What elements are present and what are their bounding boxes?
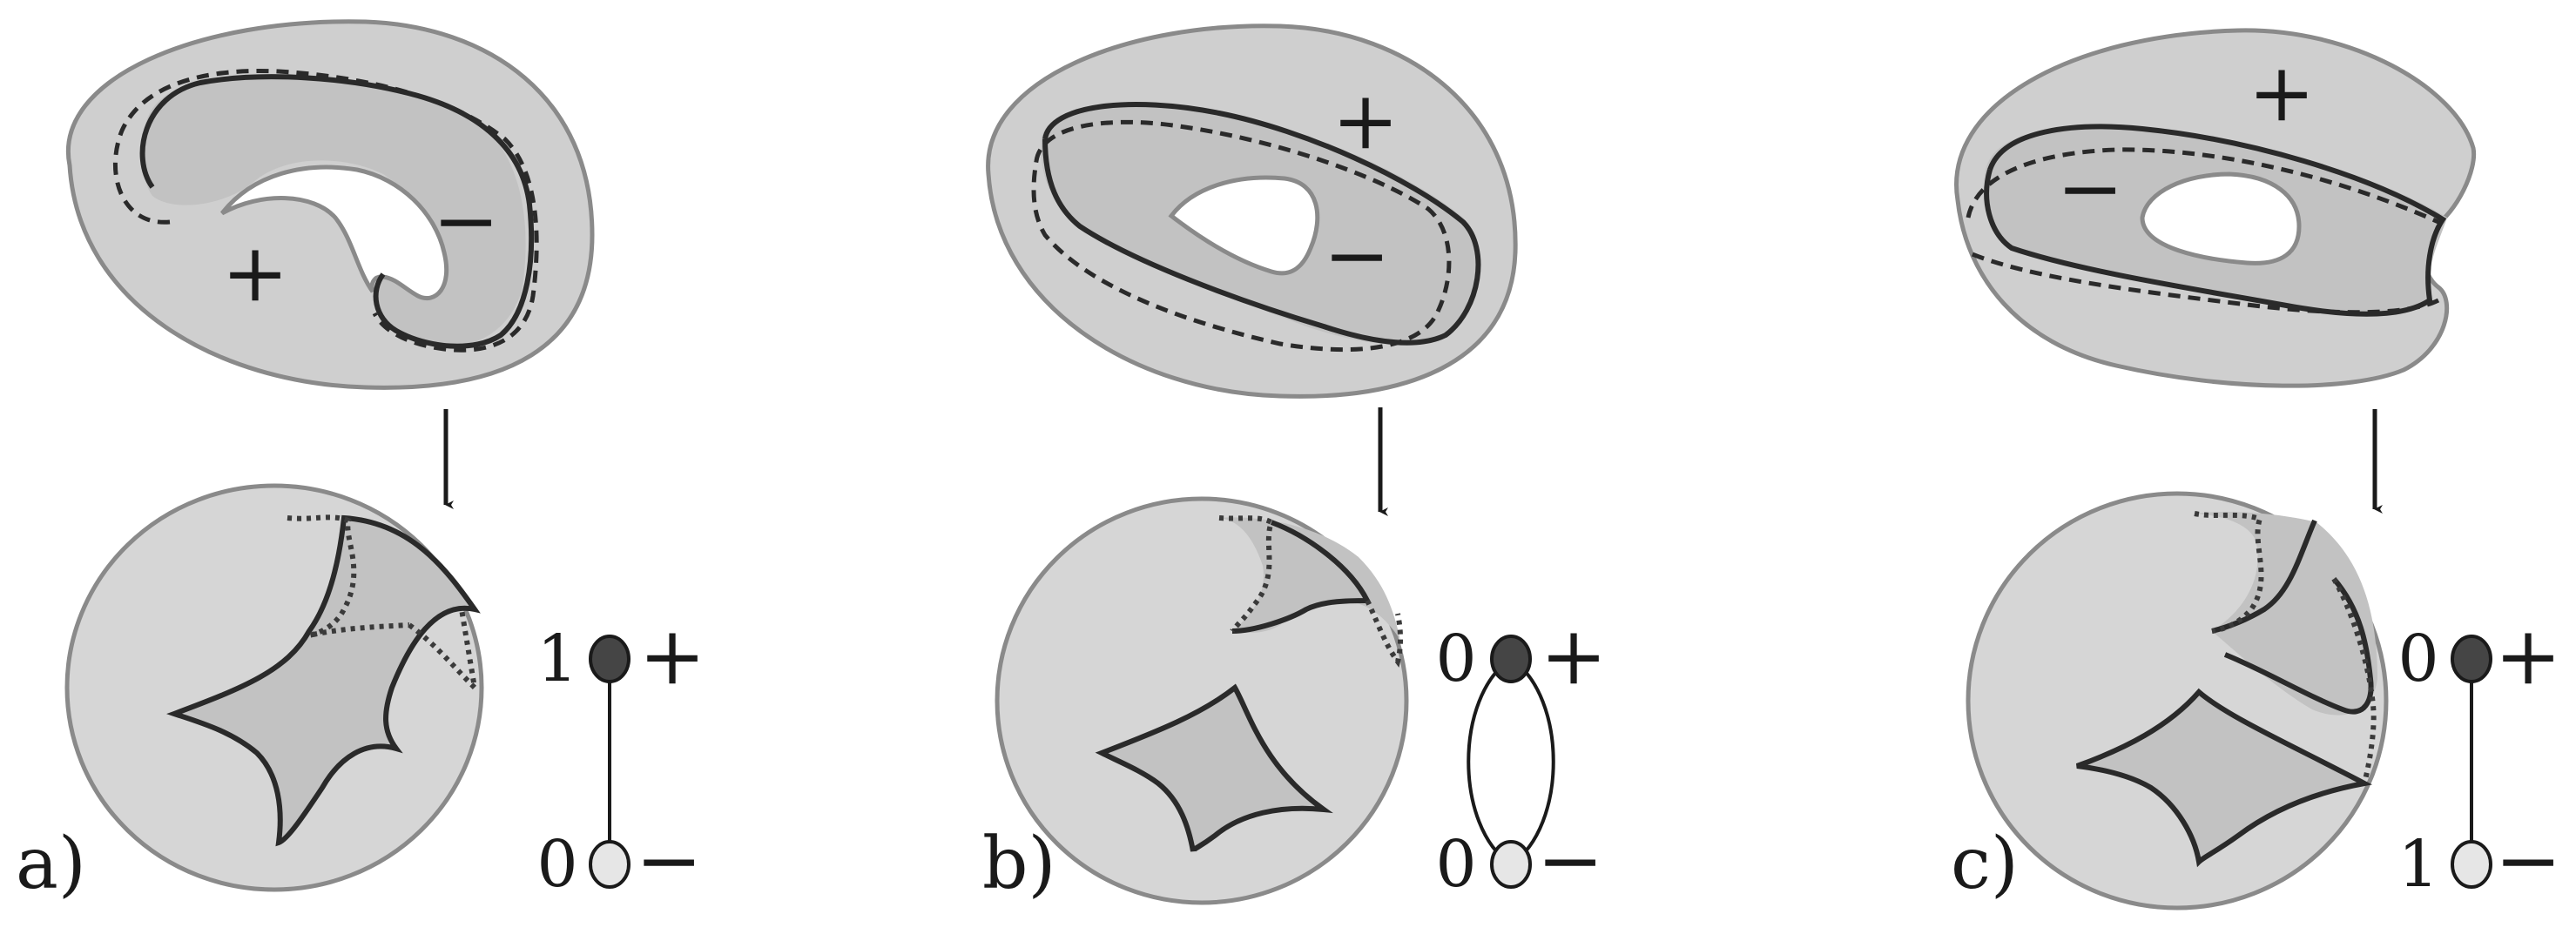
panel-c-surface: + − [1954, 28, 2477, 388]
panel-a-label: a) [16, 823, 86, 905]
panel-c-top-sign: + [2494, 609, 2561, 702]
panel-b-upper-solid [1231, 520, 1372, 634]
panel-a-bottom-sign: − [635, 814, 702, 907]
panel-a-top-sign: + [638, 609, 705, 702]
panel-c: + − 0 + 1 − c) [1951, 28, 2562, 910]
panel-c-graph: 0 + 1 − [2397, 609, 2561, 907]
panel-c-cusp-region [2075, 688, 2373, 868]
panel-c-dashed-curve [1966, 147, 2440, 315]
panel-a-top-number: 1 [536, 622, 577, 696]
panel-b: + − 0 + 0 − b) [982, 24, 1608, 907]
panel-a-dotted-curve-1 [287, 514, 410, 638]
panel-a-surface: + − [65, 19, 595, 390]
panel-b-top-number: 0 [1435, 622, 1476, 696]
panel-c-disk [1966, 491, 2389, 910]
panel-a-vertex-bottom [589, 840, 631, 889]
panel-b-vertex-top [1490, 635, 1532, 683]
panel-c-top-number: 0 [2397, 622, 2438, 696]
panel-c-bottom-sign: − [2494, 814, 2561, 907]
panel-c-plus-sign: + [2248, 46, 2315, 139]
panel-b-graph-edge-right [1509, 657, 1555, 866]
panel-c-solid-curve [1984, 124, 2447, 317]
panel-c-bottom-number: 1 [2397, 827, 2438, 902]
panel-a-vertex-top [589, 635, 631, 683]
panel-b-cusp-region [1095, 683, 1333, 852]
panel-b-hole [1168, 175, 1320, 276]
panel-b-graph: 0 + 0 − [1435, 609, 1607, 907]
panel-a-hole [220, 165, 449, 300]
panel-b-top-sign: + [1540, 609, 1607, 702]
panel-c-label: c) [1951, 823, 2019, 905]
panel-a-minus-sign: − [432, 174, 499, 267]
panel-c-upper-region [2195, 512, 2377, 716]
panel-c-dotted-curve-1 [2194, 511, 2264, 634]
panel-c-hole [2140, 171, 2302, 265]
panel-b-bottom-number: 0 [1435, 827, 1476, 902]
panel-b-dashed-curve [1031, 119, 1452, 353]
panel-c-vertex-bottom [2451, 840, 2492, 889]
panel-a-cusp-region [166, 514, 481, 847]
panel-b-dotted-curve-2 [1365, 599, 1403, 668]
panel-b-surface: + − [986, 24, 1518, 399]
panel-c-vertex-top [2451, 635, 2492, 683]
panel-b-graph-edge-left [1467, 657, 1513, 866]
panel-a-dashed-curve [113, 68, 539, 353]
panel-c-dotted-curve-2 [2331, 577, 2377, 784]
panel-a-plus-sign: + [221, 226, 288, 319]
panel-a-graph: 1 + 0 − [536, 609, 705, 907]
panel-a-solid-curve [139, 74, 535, 349]
panel-b-label: b) [982, 823, 1055, 905]
panel-a-disk [64, 483, 484, 892]
panel-b-dotted-curve-1 [1218, 515, 1275, 633]
panel-b-vertex-bottom [1490, 840, 1532, 889]
panel-c-minus-sign: − [2056, 142, 2123, 235]
panel-b-upper-region [1219, 517, 1400, 640]
panel-b-disk [995, 496, 1409, 905]
panel-b-plus-sign: + [1332, 74, 1399, 167]
panel-b-solid-curve [1042, 102, 1481, 346]
panel-b-minus-sign: − [1323, 209, 1390, 302]
panel-a-dotted-curve-2 [408, 608, 479, 695]
panel-a-bottom-number: 0 [536, 827, 577, 902]
panel-b-bottom-sign: − [1536, 814, 1603, 907]
panel-a: + − 1 + 0 − a) [16, 19, 706, 907]
